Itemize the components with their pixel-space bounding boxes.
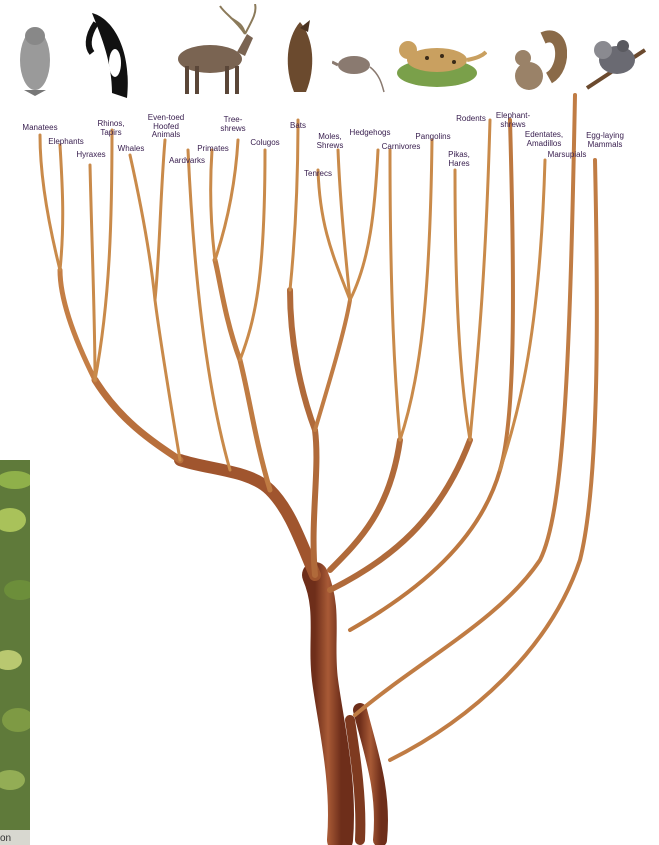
label-moles-shrews: Moles, Shrews	[317, 133, 344, 150]
squirrel-icon	[505, 28, 567, 96]
label-pikas-hares: Pikas, Hares	[448, 151, 470, 168]
label-hedgehogs: Hedgehogs	[350, 129, 391, 138]
opossum-icon	[585, 30, 647, 92]
label-colugos: Colugos	[250, 139, 279, 148]
label-bats: Bats	[290, 122, 306, 131]
ocelot-icon	[392, 28, 487, 93]
label-aardvarks: Aardvarks	[169, 157, 205, 166]
orca-icon	[82, 8, 142, 103]
label-edentates-amadillos: Edentates, Amadillos	[525, 131, 563, 148]
manatee-icon	[12, 18, 58, 98]
caribou-icon	[165, 4, 260, 96]
label-rhinos-tapirs: Rhinos, Tapirs	[97, 120, 124, 137]
label-treeshrews: Tree- shrews	[220, 116, 245, 133]
label-rodents: Rodents	[456, 115, 486, 124]
shrew-icon	[332, 40, 387, 95]
label-whales: Whales	[118, 145, 145, 154]
label-elephant-shrews: Elephant- shrews	[496, 112, 530, 129]
label-marsupials: Marsupials	[548, 151, 587, 160]
bat-icon	[280, 18, 320, 96]
label-hyraxes: Hyraxes	[76, 151, 105, 160]
label-primates: Primates	[197, 145, 229, 154]
label-egg-laying-mammals: Egg-laying Mammals	[586, 132, 624, 149]
label-pangolins: Pangolins	[415, 133, 450, 142]
label-tenrecs: Tenrecs	[304, 170, 332, 179]
label-carnivores: Carnivores	[382, 143, 421, 152]
label-even-toed-hoofed-animals: Even-toed Hoofed Animals	[148, 114, 184, 140]
label-manatees: Manatees	[22, 124, 57, 133]
label-elephants: Elephants	[48, 138, 84, 147]
